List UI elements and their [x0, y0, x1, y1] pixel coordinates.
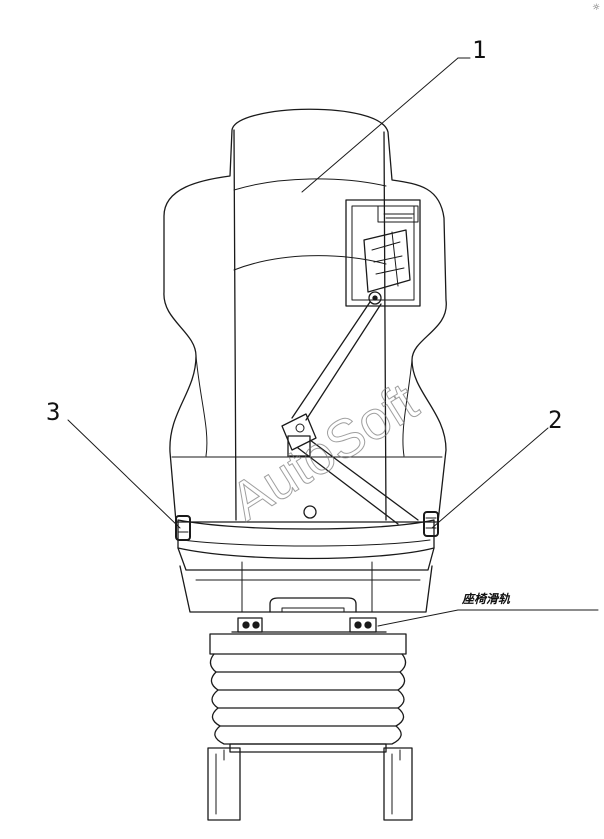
right-adjuster	[423, 511, 439, 537]
corner-mark: ☼	[592, 3, 600, 13]
left-adjuster	[175, 515, 191, 541]
callout-3-label: 3	[46, 398, 60, 426]
belt-buckle	[281, 413, 317, 457]
seat-cushion	[177, 519, 435, 613]
seat-backrest	[163, 108, 447, 523]
watermark: AutoSoft	[220, 372, 427, 533]
callout-rail: 座椅滑轨	[377, 592, 599, 627]
seat-belt-webbing	[291, 301, 419, 525]
seat-slide-rail	[231, 617, 387, 633]
suspension-bellows	[209, 633, 407, 753]
callout-3: 3	[46, 398, 181, 529]
callout-1: 1	[301, 36, 486, 193]
callout-1-label: 1	[472, 36, 486, 64]
center-bolt	[303, 505, 317, 519]
base-legs	[207, 747, 413, 821]
rail-label: 座椅滑轨	[461, 592, 511, 606]
callout-2-label: 2	[548, 406, 562, 434]
callout-2: 2	[431, 406, 562, 529]
seat-belt-retractor	[345, 199, 421, 307]
